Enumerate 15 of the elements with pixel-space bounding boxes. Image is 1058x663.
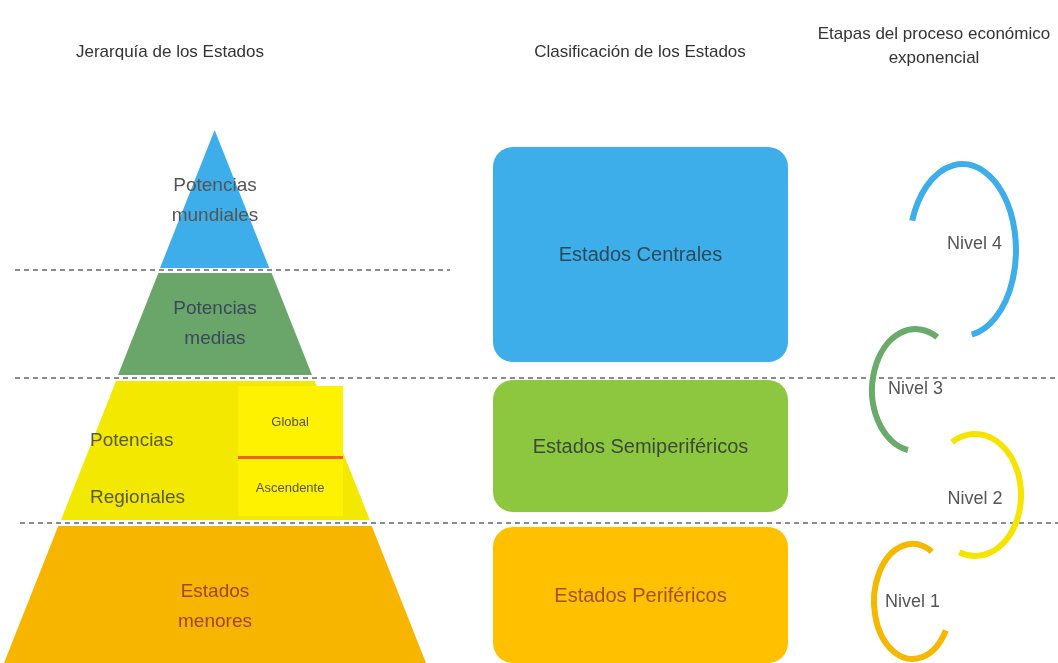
tier-label: Estados menores	[177, 579, 253, 633]
subdivision-box: Ascendente	[237, 459, 343, 516]
level-label: Nivel 1	[884, 590, 941, 613]
level-label: Nivel 4	[946, 232, 1003, 255]
level-label: Nivel 3	[887, 377, 944, 400]
column-heading: Jerarquía de los Estados	[74, 41, 266, 63]
category-box: Estados Periféricos	[493, 527, 788, 663]
category-box: Estados Semiperiféricos	[493, 380, 788, 512]
level-label: Nivel 2	[946, 487, 1004, 510]
category-box: Estados Centrales	[493, 147, 788, 362]
tier-label: Potencias medias	[172, 296, 258, 350]
tier-label: Potencias Regionales	[90, 428, 187, 509]
column-heading: Etapas del proceso económico exponencial	[816, 23, 1052, 69]
column-heading: Clasificación de los Estados	[533, 41, 747, 63]
subdivision-box: Global	[237, 386, 343, 456]
